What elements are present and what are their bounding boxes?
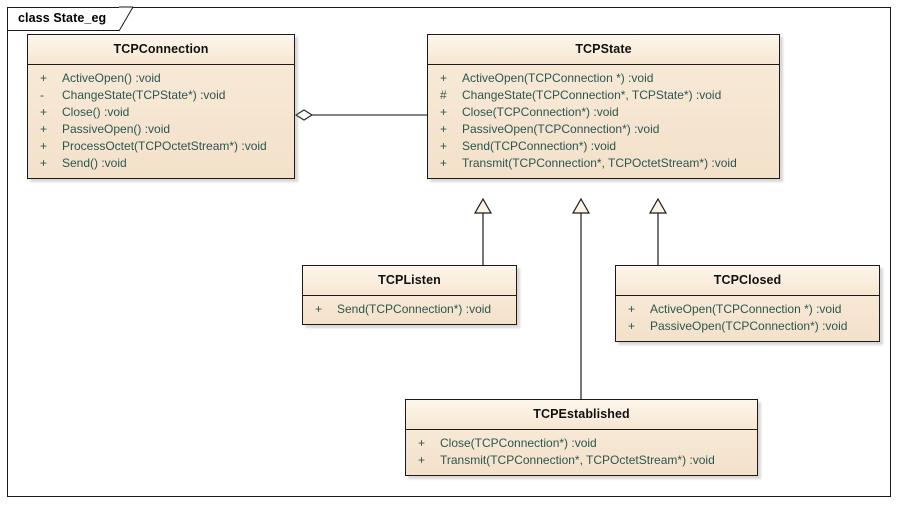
operation-signature: PassiveOpen(TCPConnection*) :void <box>462 121 660 136</box>
visibility-marker: + <box>40 104 48 119</box>
operation-row: + Transmit(TCPConnection*, TCPOctetStream… <box>408 452 755 469</box>
class-name-tcplisten: TCPListen <box>303 266 516 296</box>
diagram-frame-tab <box>7 7 119 31</box>
diagram-frame-label: class State_eg <box>18 11 107 25</box>
class-operations-tcpclosed: + ActiveOpen(TCPConnection *) :void + Pass… <box>616 295 879 341</box>
operation-row: # ChangeState(TCPConnection*, TCPState*) … <box>430 87 777 104</box>
visibility-marker: + <box>418 452 426 467</box>
operation-row: + Send() :void <box>30 155 292 172</box>
operation-signature: PassiveOpen(TCPConnection*) :void <box>650 318 848 333</box>
operation-signature: ActiveOpen(TCPConnection *) :void <box>462 70 654 85</box>
visibility-marker: + <box>628 318 636 333</box>
operation-row: + PassiveOpen() :void <box>30 121 292 138</box>
operation-signature: ProcessOctet(TCPOctetStream*) :void <box>62 138 267 153</box>
visibility-marker: + <box>40 121 48 136</box>
visibility-marker: + <box>440 70 448 85</box>
class-box-tcpestablished[interactable]: TCPEstablished + Close(TCPConnection*) :v… <box>405 399 758 476</box>
visibility-marker: + <box>440 121 448 136</box>
operation-signature: Transmit(TCPConnection*, TCPOctetStream*… <box>440 452 715 467</box>
diagram-frame <box>7 7 891 497</box>
operation-row: + Close(TCPConnection*) :void <box>408 435 755 452</box>
operation-signature: ChangeState(TCPState*) :void <box>62 87 226 102</box>
class-name-tcpclosed: TCPClosed <box>616 266 879 296</box>
class-operations-tcpstate: + ActiveOpen(TCPConnection *) :void # Chan… <box>428 64 779 178</box>
operation-signature: ActiveOpen(TCPConnection *) :void <box>650 301 842 316</box>
visibility-marker: + <box>40 138 48 153</box>
class-operations-tcplisten: + Send(TCPConnection*) :void <box>303 295 516 324</box>
operation-row: + ProcessOctet(TCPOctetStream*) :void <box>30 138 292 155</box>
operation-signature: ChangeState(TCPConnection*, TCPState*) :… <box>462 87 722 102</box>
operation-signature: PassiveOpen() :void <box>62 121 171 136</box>
visibility-marker: + <box>40 70 48 85</box>
operation-signature: Close(TCPConnection*) :void <box>440 435 597 450</box>
operation-row: + Transmit(TCPConnection*, TCPOctetStream… <box>430 155 777 172</box>
class-box-tcpconnection[interactable]: TCPConnection + ActiveOpen() :void - Chang… <box>27 34 295 179</box>
class-box-tcpstate[interactable]: TCPState + ActiveOpen(TCPConnection *) :v… <box>427 34 780 179</box>
visibility-marker: + <box>440 138 448 153</box>
visibility-marker: + <box>315 301 323 316</box>
operation-row: + PassiveOpen(TCPConnection*) :void <box>430 121 777 138</box>
class-operations-tcpconnection: + ActiveOpen() :void - ChangeState(TCPStat… <box>28 64 294 178</box>
visibility-marker: # <box>440 87 447 102</box>
class-box-tcplisten[interactable]: TCPListen + Send(TCPConnection*) :void <box>302 265 517 325</box>
operation-row: + Send(TCPConnection*) :void <box>305 301 514 318</box>
class-box-tcpclosed[interactable]: TCPClosed + ActiveOpen(TCPConnection *) :… <box>615 265 880 342</box>
operation-signature: Send(TCPConnection*) :void <box>462 138 617 153</box>
operation-row: - ChangeState(TCPState*) :void <box>30 87 292 104</box>
diagram-frame-tab-corner-icon <box>118 6 134 32</box>
operation-signature: Close() :void <box>62 104 130 119</box>
visibility-marker: + <box>418 435 426 450</box>
operation-row: + ActiveOpen(TCPConnection *) :void <box>430 70 777 87</box>
operation-row: + Close() :void <box>30 104 292 121</box>
operation-signature: ActiveOpen() :void <box>62 70 161 85</box>
operation-signature: Transmit(TCPConnection*, TCPOctetStream*… <box>462 155 737 170</box>
visibility-marker: + <box>440 155 448 170</box>
operation-row: + Send(TCPConnection*) :void <box>430 138 777 155</box>
visibility-marker: - <box>40 87 44 102</box>
class-operations-tcpestablished: + Close(TCPConnection*) :void + Transmit(T… <box>406 429 757 475</box>
class-name-tcpconnection: TCPConnection <box>28 35 294 65</box>
operation-signature: Close(TCPConnection*) :void <box>462 104 619 119</box>
visibility-marker: + <box>440 104 448 119</box>
class-name-tcpstate: TCPState <box>428 35 779 65</box>
operation-row: + ActiveOpen() :void <box>30 70 292 87</box>
operation-row: + ActiveOpen(TCPConnection *) :void <box>618 301 877 318</box>
operation-signature: Send(TCPConnection*) :void <box>337 301 492 316</box>
visibility-marker: + <box>40 155 48 170</box>
visibility-marker: + <box>628 301 636 316</box>
operation-row: + PassiveOpen(TCPConnection*) :void <box>618 318 877 335</box>
class-name-tcpestablished: TCPEstablished <box>406 400 757 430</box>
operation-row: + Close(TCPConnection*) :void <box>430 104 777 121</box>
operation-signature: Send() :void <box>62 155 127 170</box>
